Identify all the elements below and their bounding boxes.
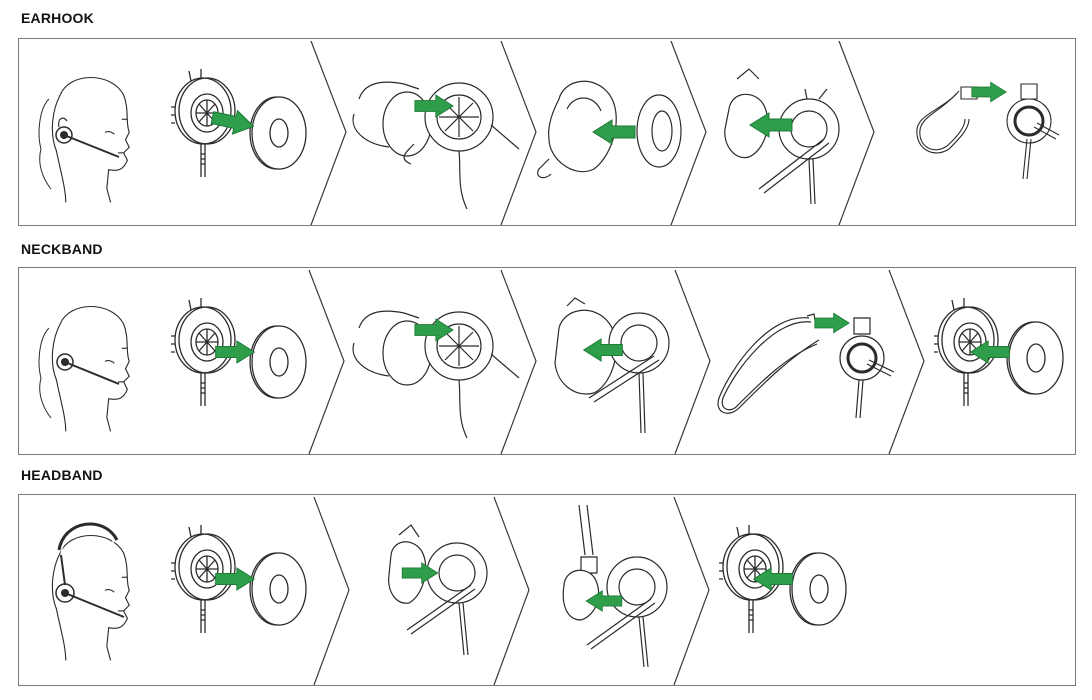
neckband-panel [18, 267, 1076, 455]
attach-headband-mount-illustration [388, 524, 488, 656]
head-wearing-neckband-illustration [38, 305, 130, 432]
remove-inner-ring-illustration [537, 80, 682, 179]
attach-rotating-ring-illustration [554, 297, 670, 434]
reattach-ear-cushion-illustration [719, 525, 847, 634]
open-earpiece-cover-illustration [352, 81, 520, 210]
attach-headband-illustration [562, 504, 668, 668]
step-divider-chevron [308, 269, 925, 455]
section-title-earhook: EARHOOK [21, 10, 94, 26]
step-divider-chevron [313, 496, 710, 686]
remove-ear-cushion-illustration [171, 298, 307, 407]
remove-ear-cushion-illustration [171, 69, 307, 178]
section-title-headband: HEADBAND [21, 467, 103, 483]
section-title-neckband: NECKBAND [21, 241, 103, 257]
head-wearing-headband-illustration [51, 522, 130, 661]
attach-earhook-illustration [916, 81, 1060, 180]
step-divider-chevron [310, 40, 875, 226]
headband-panel [18, 494, 1076, 686]
reattach-ear-cushion-illustration [934, 298, 1064, 407]
head-wearing-earhook-illustration [38, 76, 130, 203]
open-earpiece-cover-illustration [352, 310, 520, 439]
remove-ear-cushion-illustration [171, 525, 307, 634]
attach-neckband-illustration [717, 312, 895, 419]
earhook-panel [18, 38, 1076, 226]
attach-rotating-ring-illustration [724, 68, 840, 205]
